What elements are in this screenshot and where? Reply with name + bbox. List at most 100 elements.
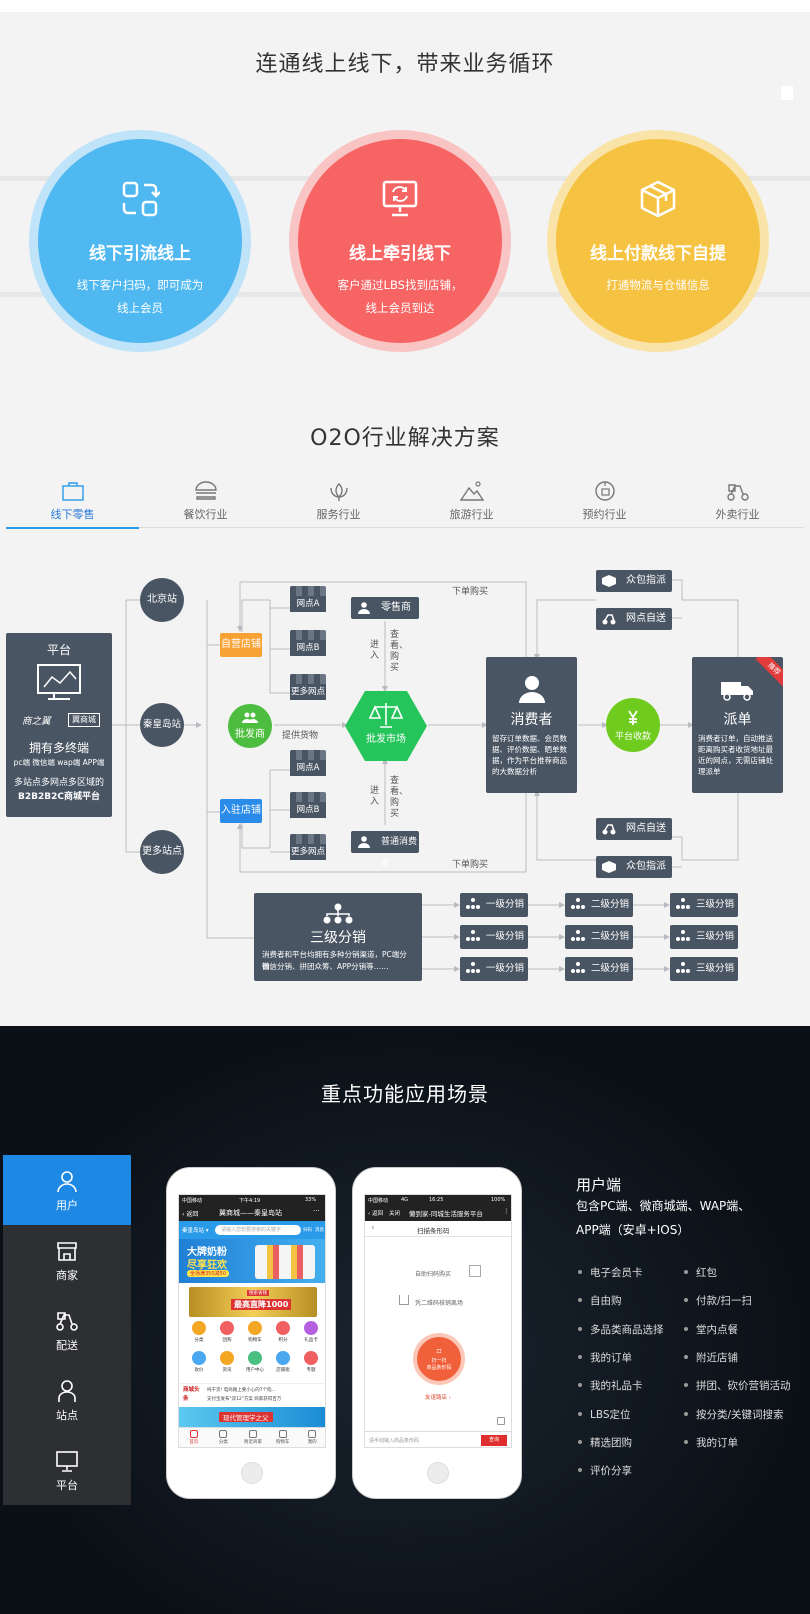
scan-barcode-button[interactable]: ⌗ 扫一扫 商品条形码 bbox=[413, 1333, 465, 1385]
barcode-input[interactable]: 请手动输入商品条形码 bbox=[369, 1438, 420, 1444]
city-selector[interactable]: 秦皇岛站 ▾ bbox=[182, 1228, 209, 1234]
self-operated-store: 自营店铺 bbox=[220, 633, 262, 657]
scooter-icon bbox=[602, 614, 616, 625]
quick-icon[interactable]: 店铺街 bbox=[271, 1351, 295, 1373]
quick-icon-label: 积分 bbox=[278, 1338, 288, 1343]
more-icon[interactable]: ⋮ bbox=[503, 1207, 510, 1215]
distribution-desc: 消费者和平台均拥有多种分销渠道，PC端分销、 bbox=[262, 950, 407, 971]
feature-item: 付款/扫一扫 bbox=[684, 1293, 752, 1308]
monitor-refresh-icon bbox=[382, 180, 418, 217]
sidebar-item-delivery[interactable]: 配送 bbox=[3, 1295, 131, 1365]
sidebar-item-platform[interactable]: 平台 bbox=[3, 1435, 131, 1505]
quick-icon[interactable]: 礼品卡 bbox=[299, 1321, 323, 1343]
tab-travel[interactable]: 旅游行业 bbox=[405, 480, 538, 522]
quick-icon[interactable]: 专题 bbox=[299, 1351, 323, 1373]
dispatch-title: 派单 bbox=[723, 712, 752, 728]
query-button[interactable]: 查询 bbox=[481, 1435, 507, 1446]
promo-text: 现代管理学之父 bbox=[219, 1412, 273, 1422]
section3-title: 重点功能应用场景 bbox=[321, 1082, 489, 1106]
back-button[interactable]: ‹ 返回 bbox=[368, 1211, 383, 1217]
nav-item-3[interactable]: 购物车 bbox=[268, 1430, 298, 1445]
quick-icon[interactable]: 购物车 bbox=[243, 1321, 267, 1343]
quick-icon-label: 专题 bbox=[306, 1368, 316, 1373]
circle-desc-line: 线上会员到达 bbox=[365, 301, 435, 315]
news-item[interactable]: 支付宝发布"双12"方案 商家获得百万 bbox=[207, 1397, 282, 1402]
quick-icon[interactable]: 团购 bbox=[215, 1321, 239, 1343]
quick-icon-label: 用户中心 bbox=[246, 1368, 264, 1373]
message-button[interactable]: 消息 bbox=[315, 1228, 324, 1233]
store-label: 友谊路店 bbox=[425, 1395, 448, 1401]
app-header: ‹ 返回 翼商城——秦皇岛站 ··· bbox=[179, 1205, 325, 1221]
search-input[interactable]: 请输入您想要搜索的关键字 bbox=[215, 1225, 301, 1235]
market-label: 批发市场 bbox=[366, 734, 406, 745]
sidebar-item-merchant[interactable]: 商家 bbox=[3, 1225, 131, 1295]
store-link[interactable]: 友谊路店 › bbox=[425, 1395, 451, 1401]
self-scan-option[interactable]: 自助扫码购买 bbox=[415, 1271, 452, 1278]
circle-title: 线下引流线上 bbox=[89, 244, 191, 264]
quick-icon[interactable]: 积分 bbox=[271, 1321, 295, 1343]
hierarchy-icon bbox=[466, 930, 480, 941]
back-button[interactable]: ‹ 返回 bbox=[182, 1211, 199, 1218]
home-button[interactable] bbox=[427, 1462, 449, 1484]
more-icon[interactable]: ··· bbox=[313, 1207, 320, 1215]
users-icon bbox=[242, 712, 258, 723]
nav-item-4[interactable]: 我的 bbox=[297, 1430, 325, 1445]
promo-banner[interactable]: 现代管理学之父 bbox=[179, 1407, 325, 1427]
qr-checkout-option[interactable]: 凭二维码核销离场 bbox=[415, 1300, 464, 1307]
feature-item: 堂内点餐 bbox=[684, 1322, 738, 1337]
consumer-small-label: 普通消费者 bbox=[381, 837, 418, 869]
outlet-self-delivery-top: 网点自送 bbox=[596, 608, 672, 630]
page-header: ‹ 扫描条形码 bbox=[365, 1221, 511, 1237]
box-icon bbox=[602, 861, 616, 873]
outlet-label: 更多网点 bbox=[290, 844, 326, 860]
level3-distribution: 三级分销 bbox=[670, 925, 738, 949]
wholesaler-label: 批发商 bbox=[235, 729, 265, 740]
app-shortcut-icon bbox=[276, 1351, 290, 1365]
nav-item-0[interactable]: 首页 bbox=[179, 1430, 209, 1445]
feature-item: 评价分享 bbox=[578, 1463, 632, 1478]
retailer-node: 零售商 bbox=[351, 597, 419, 619]
quick-icon-label: 礼品卡 bbox=[304, 1338, 318, 1343]
tab-takeout[interactable]: 外卖行业 bbox=[671, 480, 804, 522]
quick-icon[interactable]: 资讯 bbox=[215, 1351, 239, 1373]
app-shortcut-icon bbox=[192, 1321, 206, 1335]
tab-label: 线下零售 bbox=[50, 508, 95, 521]
milk-banner[interactable]: 大牌奶粉 尽享狂欢 全场满350减50 bbox=[179, 1239, 325, 1283]
consumer-title: 消费者 bbox=[510, 712, 553, 728]
home-button[interactable] bbox=[241, 1462, 263, 1484]
banner-text: 尽享狂欢 bbox=[187, 1260, 227, 1271]
level-label: 二级分销 bbox=[591, 931, 630, 942]
quick-icon-label: 店铺街 bbox=[276, 1368, 290, 1373]
level1-distribution: 一级分销 bbox=[460, 925, 528, 949]
browse-buy-label: 查看、购买 bbox=[390, 630, 409, 673]
nav-item-1[interactable]: 分类 bbox=[209, 1430, 239, 1445]
quick-icon[interactable]: 分类 bbox=[187, 1321, 211, 1343]
mountain-icon bbox=[459, 481, 484, 501]
sidebar-item-station[interactable]: 站点 bbox=[3, 1365, 131, 1435]
sidebar-item-user[interactable]: 用户 bbox=[3, 1155, 131, 1225]
tab-booking[interactable]: 预约行业 bbox=[538, 480, 671, 522]
news-item[interactable]: 纯干货! 电商路上要小心的7个陷... bbox=[207, 1388, 276, 1393]
level-label: 三级分销 bbox=[696, 931, 735, 942]
quick-icon[interactable]: 用户中心 bbox=[243, 1351, 267, 1373]
tab-catering[interactable]: 餐饮行业 bbox=[139, 480, 272, 522]
outlet-more-bottom: 更多网点 bbox=[290, 834, 326, 860]
scan-button[interactable]: 扫码 bbox=[303, 1228, 312, 1233]
crowd-label: 众包指派 bbox=[626, 861, 666, 872]
close-button[interactable]: 关闭 bbox=[389, 1211, 401, 1217]
feature-desc: APP端（安卓+IOS） bbox=[576, 1223, 690, 1237]
circle-desc: 打通物流与仓储信息 bbox=[583, 274, 733, 297]
back-chevron-icon[interactable]: ‹ bbox=[371, 1223, 375, 1233]
quick-icon[interactable]: 砍价 bbox=[187, 1351, 211, 1373]
feature-item: 我的礼品卡 bbox=[578, 1378, 643, 1393]
nav-item-2[interactable]: 附近商家 bbox=[238, 1430, 268, 1445]
gold-banner[interactable]: 搜索省钱 最高直降1000 bbox=[189, 1287, 317, 1317]
tab-retail[interactable]: 线下零售 bbox=[6, 480, 139, 522]
distribution-box: 三级分销 消费者和平台均拥有多种分销渠道，PC端分销、 微信分销、拼团众筹、AP… bbox=[254, 893, 422, 981]
outlet-a-top: 网点A bbox=[290, 586, 326, 612]
cart-icon[interactable] bbox=[497, 1417, 505, 1425]
tab-service[interactable]: 服务行业 bbox=[272, 480, 405, 522]
dispatch-box: 派单 消费者订单，自动推送距离购买者收货地址最近的网点，无需店铺处理派单 推荐 bbox=[692, 657, 783, 793]
joined-store: 入驻店铺 bbox=[220, 799, 262, 823]
scan-btn-label: 扫一扫 bbox=[431, 1358, 447, 1364]
